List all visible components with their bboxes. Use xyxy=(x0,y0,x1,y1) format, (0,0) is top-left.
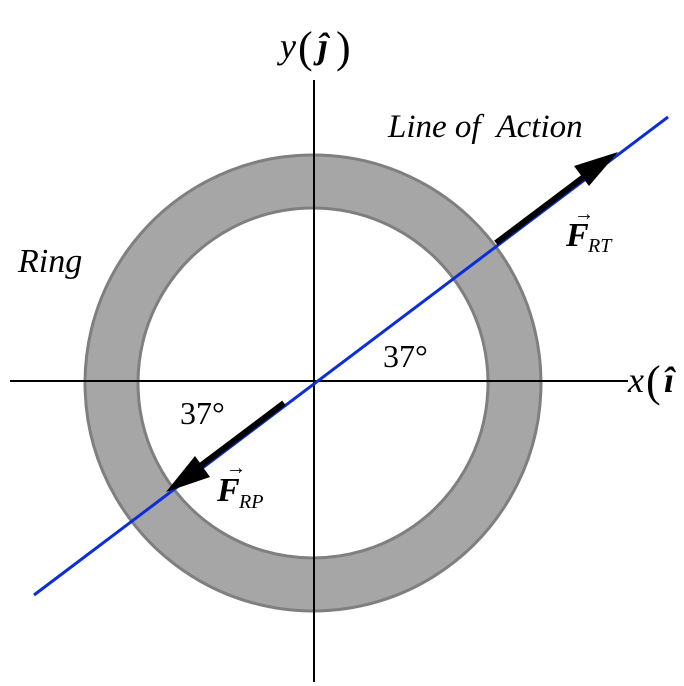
y-axis-label: y xyxy=(277,26,296,66)
x-axis-label: x xyxy=(627,360,644,400)
line-of-action-label: Line of Action xyxy=(387,109,583,145)
force-label-rp: → F RP xyxy=(216,457,263,513)
force-subscript-rt: RT xyxy=(587,235,613,257)
y-axis-paren-close: ) xyxy=(336,23,351,72)
vector-hat-rt: → xyxy=(574,203,594,225)
angle-lower-label: 37° xyxy=(180,395,225,431)
angle-upper-label: 37° xyxy=(383,338,428,374)
force-arrow-rt xyxy=(494,152,618,246)
x-axis-unit: î xyxy=(664,360,676,400)
y-axis-paren-open: ( xyxy=(298,23,313,72)
force-symbol-rt: F xyxy=(565,217,589,254)
vector-hat-rp: → xyxy=(226,457,246,479)
ring-label: Ring xyxy=(17,243,82,280)
force-arrow-rp xyxy=(166,400,286,492)
force-label-rt: → F RT xyxy=(565,203,613,257)
y-axis-unit: ĵ xyxy=(313,26,331,66)
ring-annulus xyxy=(83,153,543,613)
force-symbol-rp: F xyxy=(216,472,240,509)
x-axis-paren-open: ( xyxy=(646,357,661,406)
force-subscript-rp: RP xyxy=(238,491,263,513)
